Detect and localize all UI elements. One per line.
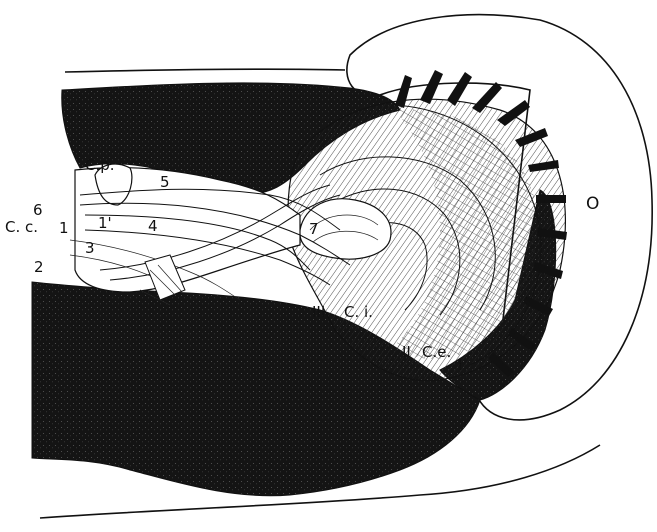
label-1-prime: 1' (98, 214, 112, 232)
label-I: I (458, 356, 462, 374)
label-3: 3 (85, 239, 95, 257)
label-5: 5 (160, 173, 170, 191)
label-cp: C.p. (85, 156, 115, 174)
label-III: III (312, 303, 325, 321)
label-II: II (402, 343, 411, 361)
label-4: 4 (148, 217, 158, 235)
label-1: 1 (59, 219, 69, 237)
label-7: 7 (309, 220, 319, 238)
label-2: 2 (34, 258, 44, 276)
label-ci: C. i. (344, 303, 373, 321)
label-o: O (586, 194, 599, 214)
label-ce: C.e. (422, 343, 451, 361)
label-cc: C. c. (5, 218, 38, 236)
label-6: 6 (33, 201, 43, 219)
